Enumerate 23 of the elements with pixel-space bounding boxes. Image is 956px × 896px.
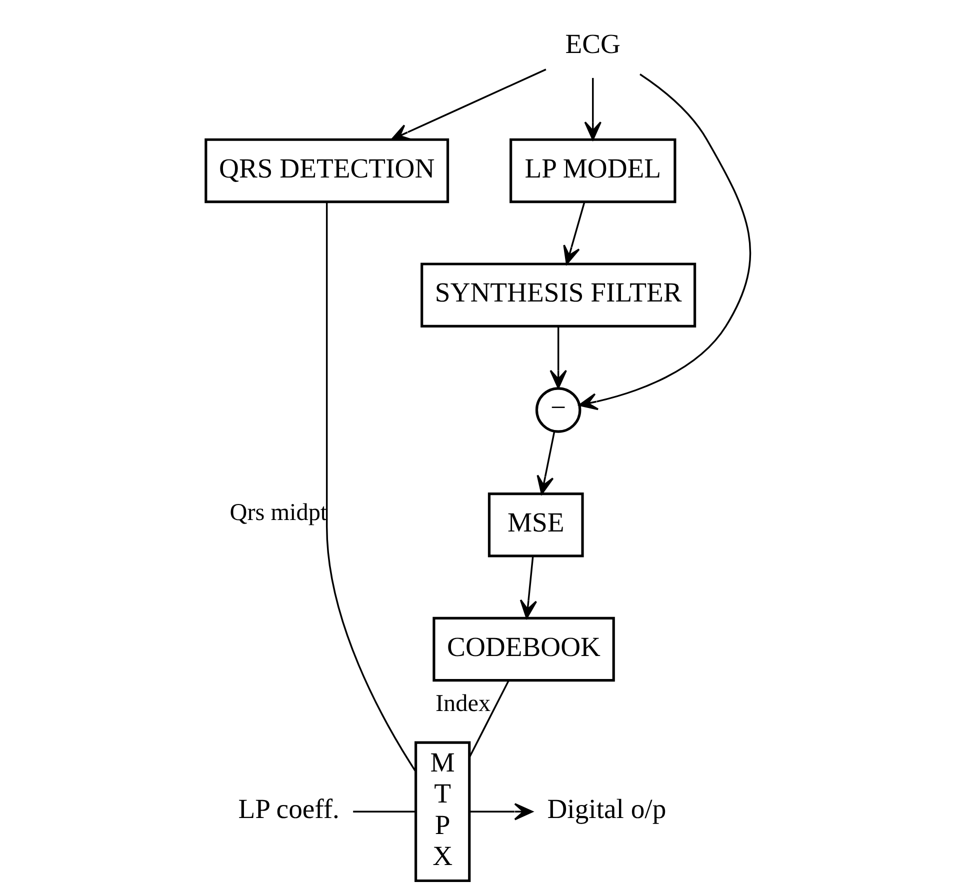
node-text: Digital o/p xyxy=(546,793,666,824)
node-box: LP MODEL xyxy=(509,138,676,204)
node-circle: − xyxy=(534,387,581,433)
arrow xyxy=(578,74,751,410)
connector xyxy=(468,680,509,758)
node-text: ECG xyxy=(564,28,620,59)
node-box: CODEBOOK xyxy=(432,616,614,682)
node-box: QRS DETECTION xyxy=(204,138,449,204)
node-box: SYNTHESIS FILTER xyxy=(420,262,696,328)
node-text: LP coeff. xyxy=(238,793,339,824)
arrow xyxy=(390,68,546,140)
arrow xyxy=(536,431,555,495)
arrow xyxy=(584,78,602,140)
node-box: MSE xyxy=(487,492,584,558)
connector xyxy=(352,810,415,813)
arrow xyxy=(469,803,533,820)
arrow xyxy=(562,202,585,265)
edge-label: Qrs midpt xyxy=(229,499,327,526)
arrow xyxy=(549,326,566,389)
node-box: M T P X xyxy=(414,741,470,882)
edge-label: Index xyxy=(435,690,490,717)
connector xyxy=(325,202,416,772)
arrow xyxy=(519,556,537,619)
